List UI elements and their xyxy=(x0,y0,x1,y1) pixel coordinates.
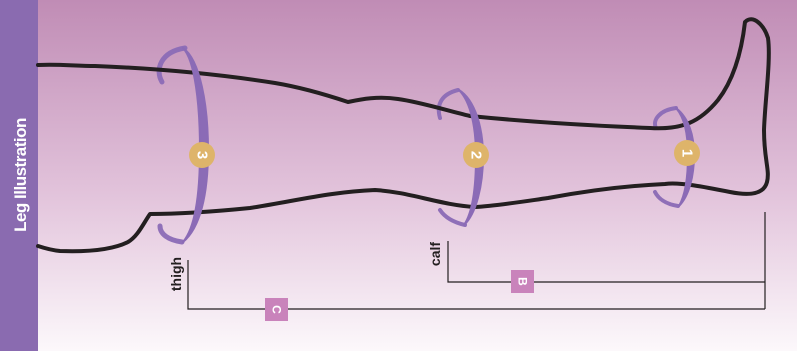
marker-2: 2 xyxy=(463,142,489,168)
sidebar-title: Leg Illustration xyxy=(11,118,30,232)
leg-outline xyxy=(36,17,771,254)
band-backs xyxy=(156,45,680,245)
svg-text:1: 1 xyxy=(679,149,696,157)
sidebar xyxy=(0,0,38,351)
length-tag-c: C xyxy=(265,298,288,321)
calf-label: calf xyxy=(427,242,443,266)
dimension-lines xyxy=(187,212,766,310)
length-tag-b: B xyxy=(511,270,534,293)
thigh-label: thigh xyxy=(168,257,184,291)
marker-1: 1 xyxy=(674,140,700,166)
measurement-band-2 xyxy=(458,89,484,226)
svg-text:C: C xyxy=(270,305,284,314)
svg-text:B: B xyxy=(516,277,530,286)
svg-text:2: 2 xyxy=(468,151,485,159)
svg-text:3: 3 xyxy=(194,151,211,159)
dimension-c-line xyxy=(187,260,765,310)
measurement-band-1 xyxy=(675,107,695,207)
dimension-b-line xyxy=(447,241,765,283)
marker-3: 3 xyxy=(189,142,215,168)
measurement-band-3 xyxy=(182,47,209,243)
